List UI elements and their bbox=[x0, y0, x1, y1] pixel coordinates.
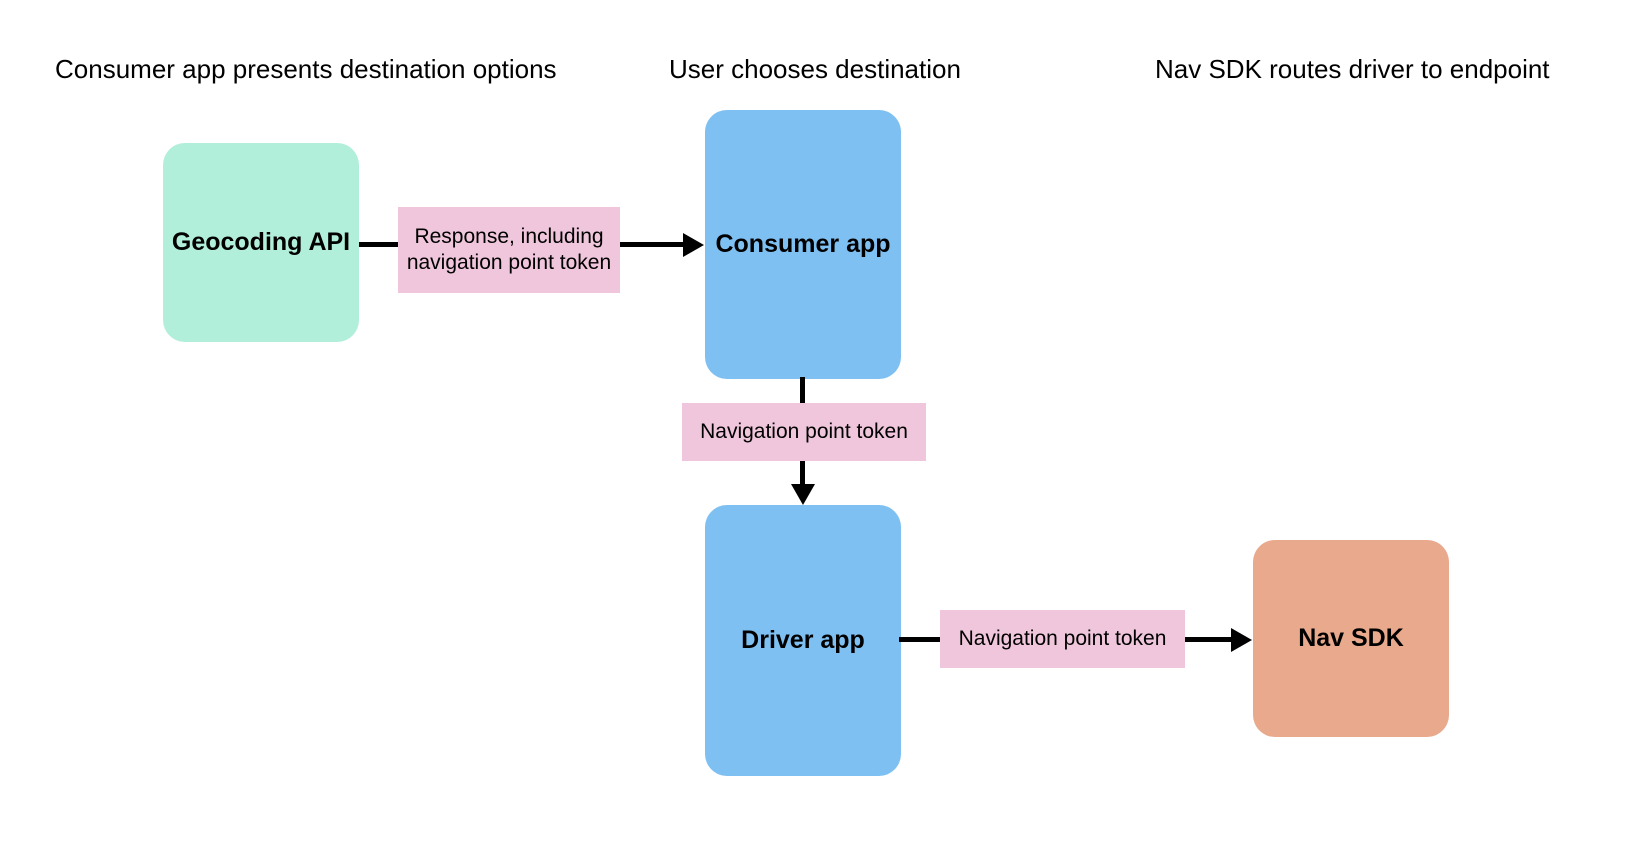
edge-label-navigation-point-token-text-2: Navigation point token bbox=[958, 626, 1167, 650]
arrow-consumer-app-to-driver-app bbox=[800, 461, 805, 485]
node-geocoding-api[interactable]: Geocoding API bbox=[163, 143, 359, 342]
edge-label-navigation-point-token-consumer-to-driver: Navigation point token bbox=[682, 403, 926, 461]
node-consumer-app-label: Consumer app bbox=[715, 230, 891, 258]
edge-label-response-including-navigation-point-token: Response, including navigation point tok… bbox=[398, 207, 620, 293]
column-header-user-chooses: User chooses destination bbox=[669, 54, 961, 84]
edge-label-response-text: Response, including navigation point tok… bbox=[406, 224, 612, 274]
column-header-consumer-app-presents: Consumer app presents destination option… bbox=[55, 54, 557, 84]
node-consumer-app[interactable]: Consumer app bbox=[705, 110, 901, 379]
node-nav-sdk[interactable]: Nav SDK bbox=[1253, 540, 1449, 737]
node-geocoding-api-label: Geocoding API bbox=[171, 228, 351, 256]
node-driver-app-label: Driver app bbox=[741, 626, 865, 654]
node-driver-app[interactable]: Driver app bbox=[705, 505, 901, 776]
connector-driver-app-to-navigation-point-token-label bbox=[899, 637, 943, 642]
arrow-geocoding-to-consumer-app bbox=[620, 242, 684, 247]
connector-geocoding-to-response-label bbox=[357, 242, 400, 247]
edge-label-navigation-point-token-text-1: Navigation point token bbox=[700, 419, 908, 443]
edge-label-navigation-point-token-driver-to-navsdk: Navigation point token bbox=[940, 610, 1185, 668]
arrow-driver-app-to-nav-sdk bbox=[1185, 637, 1232, 642]
connector-consumer-app-to-navigation-point-token-label bbox=[800, 377, 805, 405]
node-nav-sdk-label: Nav SDK bbox=[1298, 624, 1404, 652]
column-header-nav-sdk-routes: Nav SDK routes driver to endpoint bbox=[1155, 54, 1550, 84]
